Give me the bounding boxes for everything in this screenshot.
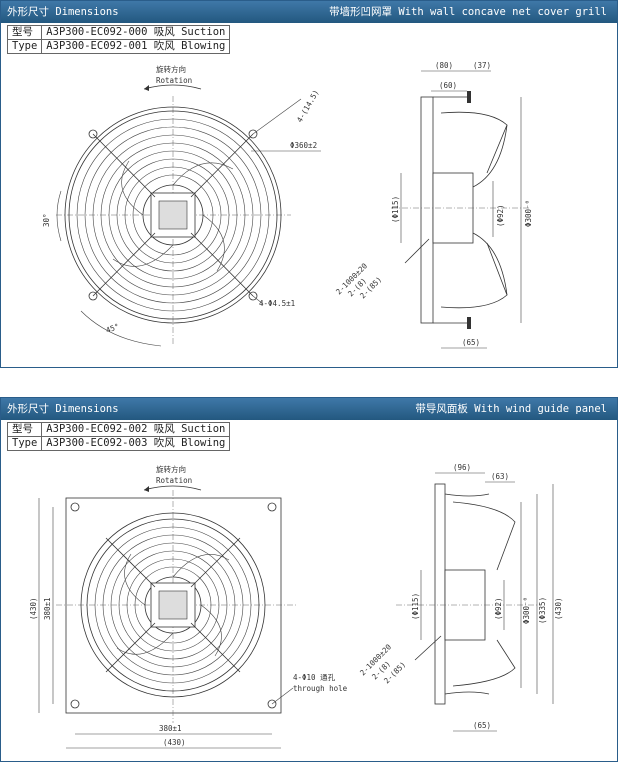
dim-65: (65) — [462, 338, 480, 347]
side-view — [391, 91, 531, 329]
cable — [414, 635, 442, 661]
rotation-arrowhead — [144, 486, 149, 492]
dim-through-hole-cn: 4-Φ10 通孔 — [293, 672, 336, 682]
dim-60: (60) — [439, 81, 457, 90]
panel-wind-guide: 外形尺寸 Dimensions 带导风面板 With wind guide pa… — [0, 397, 618, 762]
outer-ring — [64, 106, 282, 324]
rotation-label-en: Rotation — [156, 476, 192, 485]
type-label-en: Type — [6, 39, 43, 54]
model-blowing: A3P300-EC092-001 吹风 Blowing — [41, 39, 231, 54]
dim-300: Φ300⁻⁰ — [522, 597, 531, 624]
rotation-label-cn: 旋转方向 — [156, 64, 186, 74]
dim-slot: 4-(14.5) — [295, 88, 321, 124]
header-subtitle: 带导风面板 With wind guide panel — [415, 403, 607, 415]
header-subtitle: 带墙形凹网罩 With wall concave net cover grill — [329, 6, 607, 18]
dim-width-430: (430) — [163, 738, 186, 747]
dim-92: (Φ92) — [496, 204, 505, 227]
panel-profile — [434, 483, 446, 705]
dim-width-380: 380±1 — [159, 724, 182, 733]
dim-angle-30: 30° — [42, 213, 51, 227]
outer-ring — [80, 512, 266, 698]
drawing-wall-grill: 旋转方向 Rotation — [42, 61, 533, 349]
dim-430: (430) — [554, 597, 563, 620]
side-view — [396, 483, 541, 705]
dim-angle-45: 45° — [105, 322, 121, 335]
rotation-label-en: Rotation — [156, 76, 192, 85]
guide-panel — [65, 497, 282, 714]
dim-65: (65) — [473, 721, 491, 730]
model-suction: A3P300-EC092-000 吸风 Suction — [41, 25, 231, 40]
dim-hole: 4-Φ4.5±1 — [259, 299, 295, 308]
dim-80: (80) — [435, 61, 453, 70]
dim-92: (Φ92) — [494, 597, 503, 620]
model-blowing: A3P300-EC092-003 吹风 Blowing — [41, 436, 231, 451]
mount-hole — [88, 129, 98, 139]
panel-wall-grill: 外形尺寸 Dimensions 带墙形凹网罩 With wall concave… — [0, 0, 618, 368]
panel-header: 外形尺寸 Dimensions 带墙形凹网罩 With wall concave… — [1, 1, 617, 23]
corner-hole — [70, 502, 80, 512]
dim-115: (Φ115) — [391, 196, 400, 223]
cable — [404, 238, 430, 264]
header-title: 外形尺寸 Dimensions — [7, 403, 119, 415]
rotation-arrow — [143, 485, 202, 491]
type-label-cn: 型号 — [6, 422, 43, 437]
dim-through-hole-en: through hole — [293, 684, 348, 693]
grill-strut — [105, 537, 156, 588]
dim-96: (96) — [453, 463, 471, 472]
blade-profile — [452, 501, 516, 571]
dim-300: Φ300⁻⁰ — [524, 200, 533, 227]
dim-37: (37) — [473, 61, 491, 70]
dim-height-380: 380±1 — [43, 597, 52, 620]
type-label-en: Type — [6, 436, 43, 451]
rotation-arrowhead — [144, 85, 149, 91]
dim-diameter-360: Φ360±2 — [290, 141, 317, 150]
dim-height-430: (430) — [29, 597, 38, 620]
dim-335: (Φ335) — [538, 597, 547, 624]
grill-profile — [420, 96, 434, 324]
rotation-arrow — [143, 84, 202, 90]
drawing-wind-guide: 旋转方向 Rotation — [29, 463, 563, 749]
front-view — [56, 96, 291, 346]
type-label-cn: 型号 — [6, 25, 43, 40]
panel-header: 外形尺寸 Dimensions 带导风面板 With wind guide pa… — [1, 398, 617, 420]
grill-strut — [92, 133, 156, 198]
front-view — [56, 490, 296, 723]
header-title: 外形尺寸 Dimensions — [7, 6, 119, 18]
blade-profile — [440, 111, 508, 174]
rotation-label-cn: 旋转方向 — [156, 464, 186, 474]
dim-63: (63) — [491, 472, 509, 481]
dim-115: (Φ115) — [411, 593, 420, 620]
